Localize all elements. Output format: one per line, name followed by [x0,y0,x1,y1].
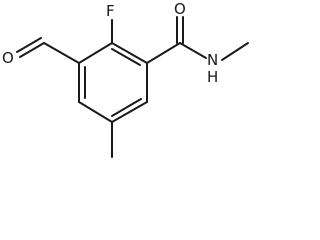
ring-bond-c4-c5 [78,101,113,123]
ring-double-bond-c5-c6 [111,98,142,117]
ring-bond-c1-c2 [111,42,148,64]
bond-aldehyde-double-b [16,37,42,53]
bond-c1-carbonyl-carbon [146,42,181,64]
bond-nitrogen-methyl [221,42,249,61]
bond-carbonyl-carbon-nitrogen [179,42,207,59]
amide-nitrogen-label: N [207,51,218,69]
amide-hydrogen-label: H [207,68,218,86]
bond-c3-aldehyde-carbon [43,42,80,64]
aldehyde-oxygen-label: O [2,49,14,67]
structure-svg: F O N H O [2,0,249,158]
fluorine-atom-label: F [106,2,115,20]
ring-bond-c5-c6 [111,101,148,123]
carbonyl-oxygen-label: O [174,0,186,18]
ring-double-bond-c1-c2 [111,48,141,66]
bond-aldehyde-double-a [19,42,45,58]
chemical-structure-drawing: F O N H O [2,0,249,158]
ring-bond-c2-c3 [78,42,113,64]
